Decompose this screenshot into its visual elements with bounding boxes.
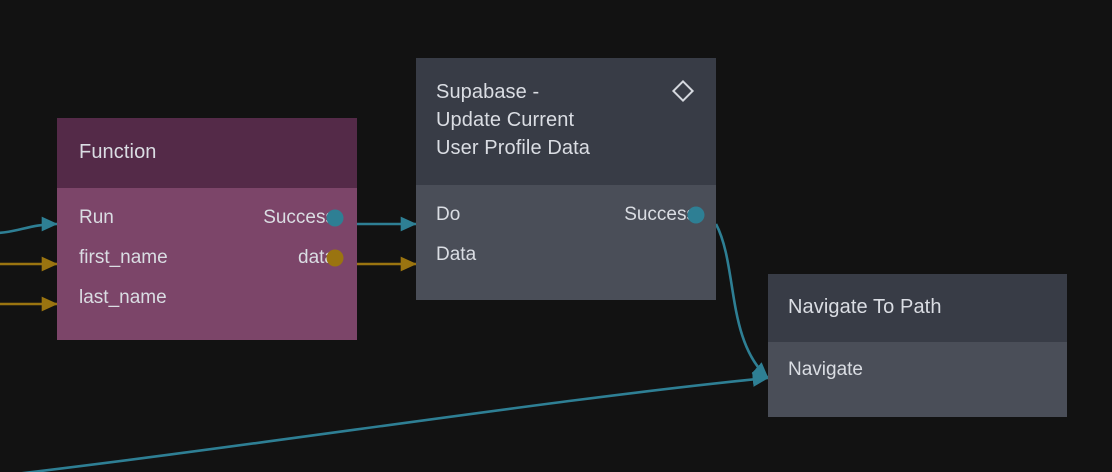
output-pin-success[interactable] bbox=[687, 206, 705, 224]
node-function-body: Run Success first_name data last_name bbox=[57, 188, 357, 340]
port-row-navigate: Navigate bbox=[788, 350, 1047, 390]
node-navigate-body: Navigate bbox=[768, 342, 1067, 417]
node-navigate-title: Navigate To Path bbox=[788, 296, 942, 318]
input-label-first-name: first_name bbox=[79, 247, 168, 268]
output-label-success: Success bbox=[624, 204, 696, 225]
output-pin-data[interactable] bbox=[326, 249, 344, 267]
port-row-data: Data bbox=[436, 235, 696, 275]
output-label-data: data bbox=[298, 247, 335, 268]
diamond-icon bbox=[671, 79, 695, 103]
edge-offscreen-to-run bbox=[0, 216, 58, 235]
node-supabase[interactable]: Supabase - Update Current User Profile D… bbox=[416, 58, 716, 300]
port-row-run: Run Success bbox=[79, 198, 344, 238]
port-row-do: Do Success bbox=[436, 195, 705, 235]
node-supabase-title: Supabase - Update Current User Profile D… bbox=[436, 81, 590, 159]
input-label-navigate: Navigate bbox=[788, 359, 863, 380]
node-navigate-to-path[interactable]: Navigate To Path Navigate bbox=[768, 274, 1067, 417]
input-label-run: Run bbox=[79, 207, 114, 228]
node-supabase-header[interactable]: Supabase - Update Current User Profile D… bbox=[416, 58, 716, 185]
input-label-data: Data bbox=[436, 244, 477, 265]
input-label-do: Do bbox=[436, 204, 461, 225]
input-label-last-name: last_name bbox=[79, 287, 167, 308]
output-pin-success[interactable] bbox=[326, 209, 344, 227]
port-row-first-name: first_name data bbox=[79, 238, 344, 278]
node-function-title: Function bbox=[79, 141, 157, 163]
edge-supabase-success-to-navigate bbox=[714, 223, 769, 379]
node-function-header[interactable]: Function bbox=[57, 118, 357, 188]
node-function[interactable]: Function Run Success first_name data las… bbox=[57, 118, 357, 340]
output-label-success: Success bbox=[263, 207, 335, 228]
edge-offscreen-to-navigate bbox=[21, 372, 769, 472]
node-supabase-body: Do Success Data bbox=[416, 185, 716, 300]
node-navigate-header[interactable]: Navigate To Path bbox=[768, 274, 1067, 342]
port-row-last-name: last_name bbox=[79, 278, 335, 318]
